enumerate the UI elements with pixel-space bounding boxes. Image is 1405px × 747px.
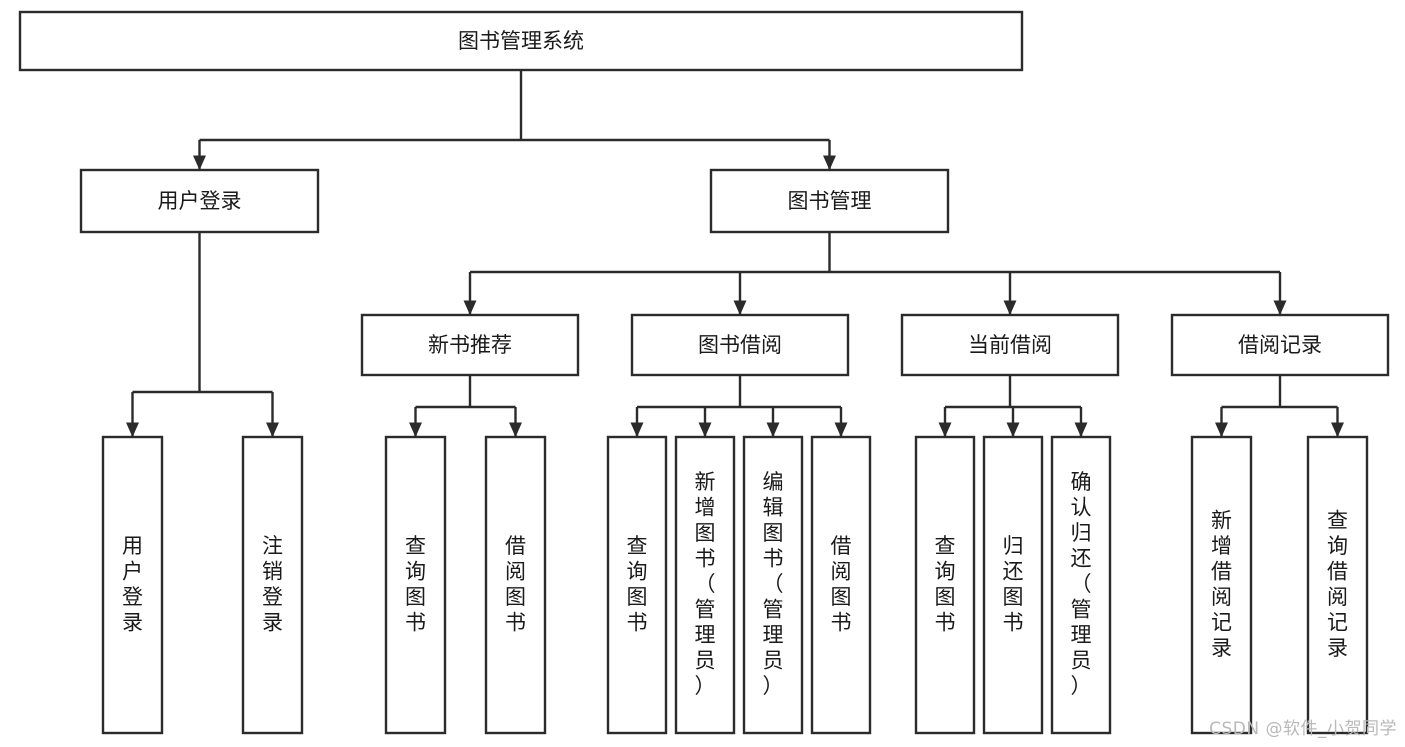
node-level3-0-label: 新书推荐 <box>428 333 512 357</box>
node-level2-0[interactable]: 用户登录 <box>79 168 320 234</box>
node-leaf-10-rect[interactable] <box>1050 435 1112 735</box>
node-leaf-0[interactable]: 用户登录 <box>101 435 164 735</box>
node-leaf-2[interactable]: 查询图书 <box>384 435 447 735</box>
node-leaf-3[interactable]: 借阅图书 <box>484 435 547 735</box>
node-leaf-2-label: 查询图书 <box>405 534 426 635</box>
node-leaf-1-label: 注销登录 <box>262 534 283 635</box>
node-leaf-9-rect[interactable] <box>982 435 1044 735</box>
node-leaf-12[interactable]: 查询借阅记录 <box>1306 435 1369 735</box>
node-leaf-11[interactable]: 新增借阅记录 <box>1190 435 1253 735</box>
connector-books-to-modules <box>463 232 1287 316</box>
node-leaf-4-label: 查询图书 <box>627 534 648 635</box>
node-leaf-8-rect[interactable] <box>914 435 976 735</box>
node-leaf-9[interactable]: 归还图书 <box>982 435 1044 735</box>
node-level2-0-label: 用户登录 <box>158 189 242 213</box>
node-leaf-2-rect[interactable] <box>384 435 447 735</box>
node-level3-1[interactable]: 图书借阅 <box>630 313 850 377</box>
node-level3-2[interactable]: 当前借阅 <box>900 313 1120 377</box>
node-leaf-8-label: 查询图书 <box>935 534 956 635</box>
node-leaf-7[interactable]: 借阅图书 <box>810 435 872 735</box>
node-root-system-rect[interactable] <box>18 10 1024 72</box>
node-leaf-10-label: 确认归还（管理员） <box>1071 470 1092 698</box>
node-root-system[interactable]: 图书管理系统 <box>18 10 1024 72</box>
node-level2-0-rect[interactable] <box>79 168 320 234</box>
node-layer: 图书管理系统用户登录图书管理新书推荐图书借阅当前借阅借阅记录用户登录注销登录查询… <box>18 10 1390 735</box>
node-level3-0-rect[interactable] <box>360 313 580 377</box>
node-level3-2-rect[interactable] <box>900 313 1120 377</box>
node-leaf-0-rect[interactable] <box>101 435 164 735</box>
connector-borrow-to-leaves <box>630 375 848 438</box>
node-leaf-6[interactable]: 编辑图书（管理员） <box>742 435 804 735</box>
node-leaf-7-label: 借阅图书 <box>831 534 852 635</box>
node-leaf-1-rect[interactable] <box>241 435 304 735</box>
node-leaf-1[interactable]: 注销登录 <box>241 435 304 735</box>
node-leaf-0-label: 用户登录 <box>122 534 143 635</box>
node-leaf-6-label: 编辑图书（管理员） <box>763 470 784 698</box>
node-leaf-10[interactable]: 确认归还（管理员） <box>1050 435 1112 735</box>
connector-layer <box>125 70 1345 438</box>
node-level3-3[interactable]: 借阅记录 <box>1170 313 1390 377</box>
node-leaf-6-rect[interactable] <box>742 435 804 735</box>
node-level3-0[interactable]: 新书推荐 <box>360 313 580 377</box>
node-leaf-11-rect[interactable] <box>1190 435 1253 735</box>
node-leaf-4[interactable]: 查询图书 <box>606 435 668 735</box>
node-leaf-12-rect[interactable] <box>1306 435 1369 735</box>
node-leaf-5-rect[interactable] <box>674 435 736 735</box>
node-leaf-11-label: 新增借阅记录 <box>1211 508 1232 660</box>
node-leaf-5[interactable]: 新增图书（管理员） <box>674 435 736 735</box>
csdn-watermark: CSDN @软件_小贺同学 <box>1209 719 1397 739</box>
node-leaf-9-label: 归还图书 <box>1003 534 1024 635</box>
node-level3-3-rect[interactable] <box>1170 313 1390 377</box>
node-root-system-label: 图书管理系统 <box>458 29 584 53</box>
connector-login-to-leaves <box>125 232 280 438</box>
node-leaf-7-rect[interactable] <box>810 435 872 735</box>
node-leaf-3-label: 借阅图书 <box>505 534 526 635</box>
node-level3-2-label: 当前借阅 <box>968 333 1052 357</box>
node-leaf-12-label: 查询借阅记录 <box>1327 508 1348 660</box>
node-level2-1[interactable]: 图书管理 <box>709 168 950 234</box>
node-leaf-5-label: 新增图书（管理员） <box>695 470 716 698</box>
connector-root-to-level2 <box>192 70 837 171</box>
node-level3-1-label: 图书借阅 <box>698 333 782 357</box>
node-level2-1-rect[interactable] <box>709 168 950 234</box>
node-level3-3-label: 借阅记录 <box>1238 333 1322 357</box>
connector-newbooks-to-leaves <box>408 375 523 438</box>
node-leaf-8[interactable]: 查询图书 <box>914 435 976 735</box>
node-leaf-3-rect[interactable] <box>484 435 547 735</box>
connector-current-to-leaves <box>938 375 1088 438</box>
connector-records-to-leaves <box>1214 375 1345 438</box>
node-leaf-4-rect[interactable] <box>606 435 668 735</box>
node-level2-1-label: 图书管理 <box>788 189 872 213</box>
node-level3-1-rect[interactable] <box>630 313 850 377</box>
